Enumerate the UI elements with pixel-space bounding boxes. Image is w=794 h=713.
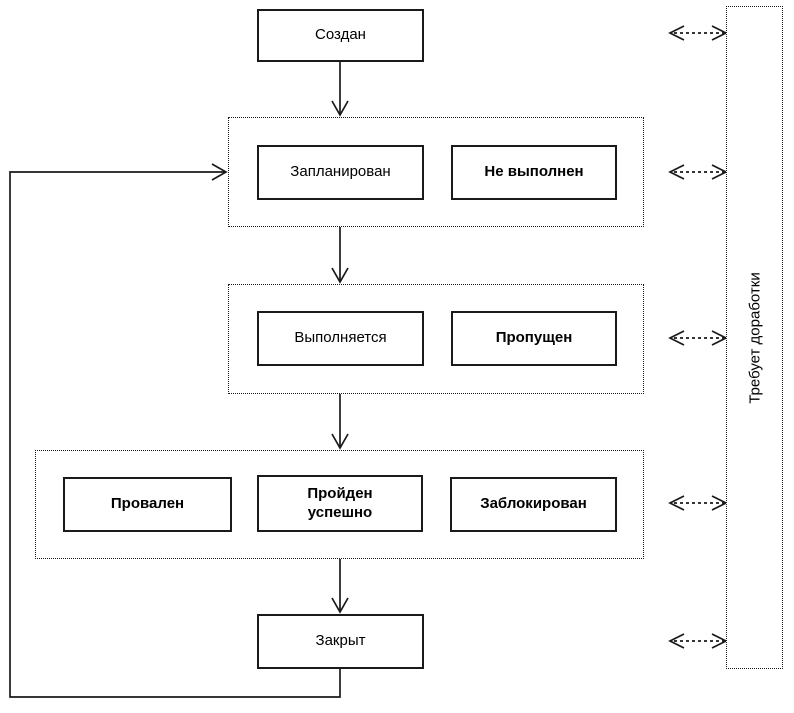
node-skipped-label: Пропущен (495, 329, 573, 347)
node-created: Создан (257, 9, 424, 62)
node-blocked: Заблокирован (450, 477, 617, 532)
node-skipped: Пропущен (451, 311, 617, 366)
group-result-states (35, 450, 644, 559)
node-passed-label: Пройден успешно (307, 484, 373, 521)
group-planned-states (228, 117, 644, 227)
node-failed: Провален (63, 477, 232, 532)
rework-link-planned (668, 164, 728, 180)
arrow-result-to-closed (331, 559, 349, 614)
node-passed: Пройден успешно (257, 475, 423, 532)
node-not-executed-label: Не выполнен (484, 163, 584, 181)
node-in-progress-label: Выполняется (294, 329, 387, 347)
group-running-states (228, 284, 644, 394)
rework-link-created (668, 25, 728, 41)
node-failed-label: Провален (110, 495, 185, 513)
arrow-running-to-result (331, 394, 349, 450)
rework-link-running (668, 330, 728, 346)
arrow-planned-to-running (331, 227, 349, 284)
rework-panel-label: Требует доработки (746, 271, 763, 404)
node-closed: Закрыт (257, 614, 424, 669)
node-blocked-label: Заблокирован (480, 495, 587, 513)
node-planned: Запланирован (257, 145, 424, 200)
rework-link-closed (668, 633, 728, 649)
node-planned-label: Запланирован (290, 163, 391, 181)
node-in-progress: Выполняется (257, 311, 424, 366)
node-not-executed: Не выполнен (451, 145, 617, 200)
node-created-label: Создан (315, 26, 366, 44)
node-closed-label: Закрыт (315, 632, 366, 650)
rework-link-result (668, 495, 728, 511)
rework-panel: Требует доработки (726, 6, 783, 669)
arrow-created-to-planned (331, 62, 349, 117)
